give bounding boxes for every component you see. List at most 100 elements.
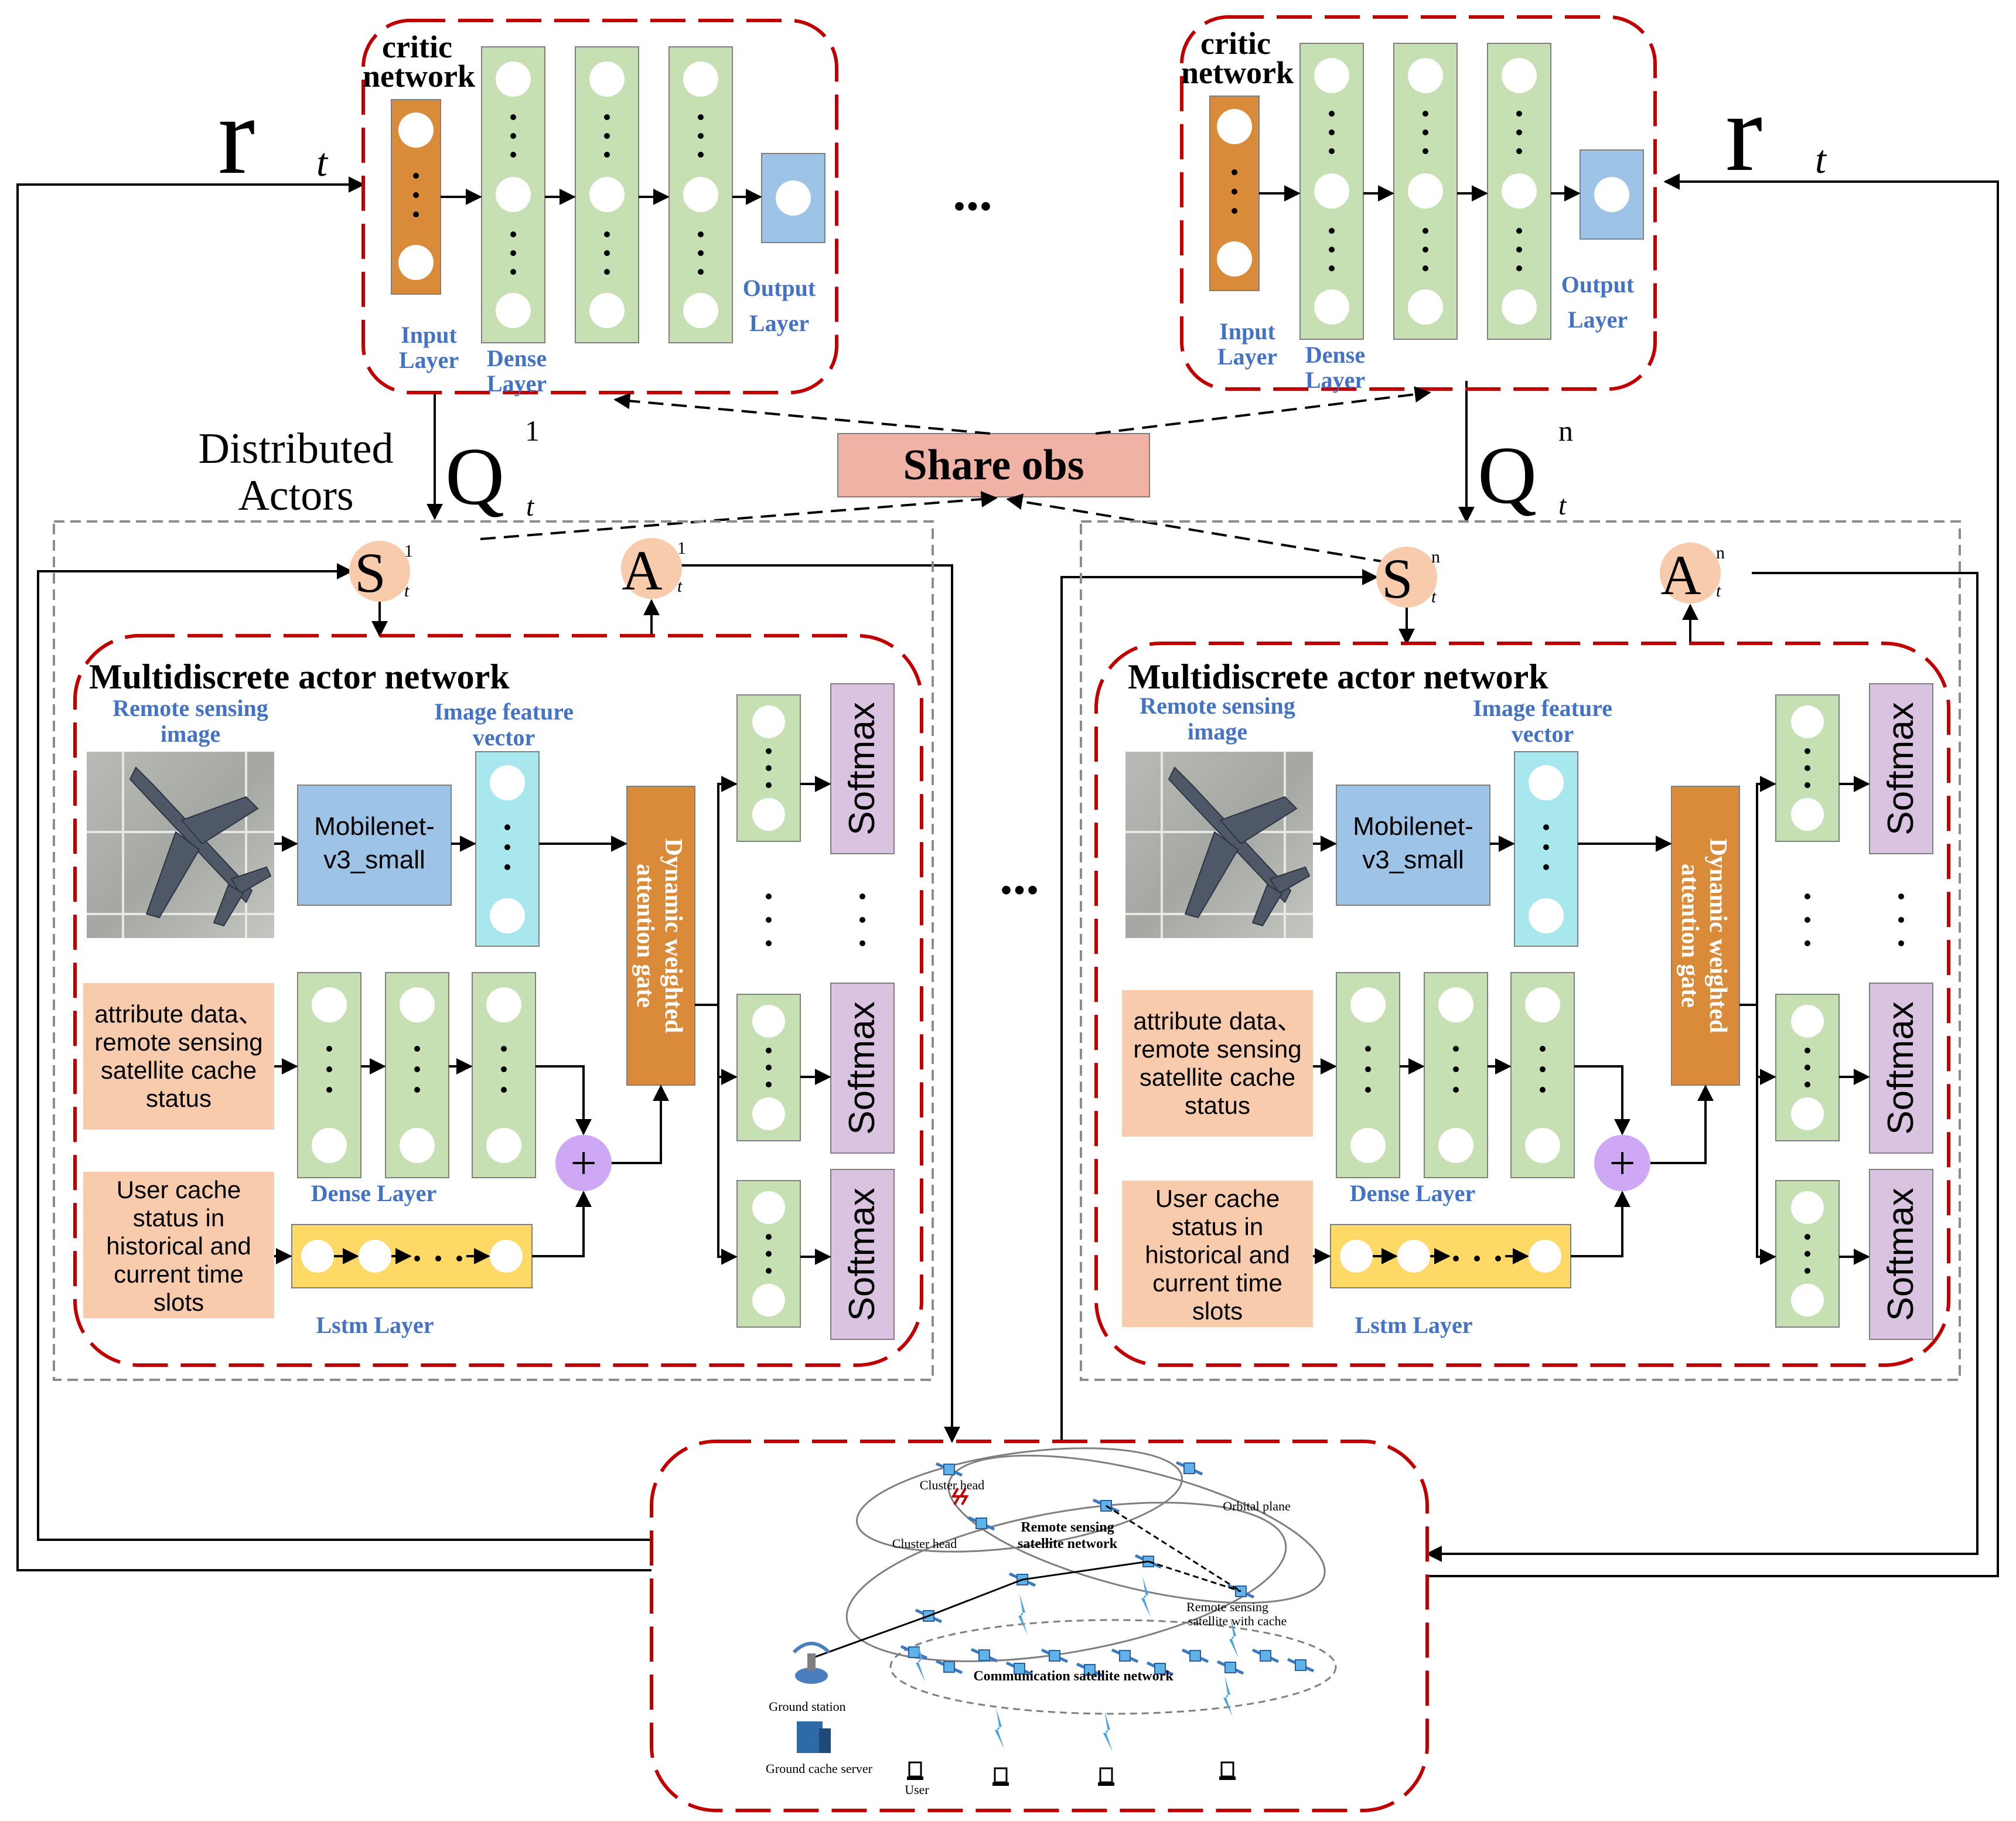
reward-symbol: r [1725,71,1762,195]
ground-station-icon [792,1642,831,1684]
critic-input-label-1: Input [401,322,457,348]
q-value-right: Q n t [1478,414,1573,521]
action-symbol: A [622,539,662,602]
attribute-line-2: remote sensing [94,1028,262,1056]
actor-title: Multidiscrete actor network [89,657,510,696]
attribute-line-4: status [146,1085,212,1112]
softmax-label-2: Softmax [1881,1001,1921,1134]
user-cache-line-2: status in [133,1204,224,1232]
rs-image-label-2: image [161,721,220,747]
reward-right: r t [1725,71,1827,195]
critic-output-label-2: Layer [1568,306,1628,333]
reward-left: r t [218,74,329,197]
attention-label-2: attention gate [632,864,659,1008]
rs-image-label-1: Remote sensing [1140,693,1295,719]
attribute-data-box [83,983,274,1130]
middle-ellipsis: ... [1000,847,1039,905]
action-superscript: n [1716,543,1725,562]
lstm-label: Lstm Layer [1355,1312,1472,1338]
rs-network-label-2: satellite network [1018,1536,1118,1551]
share-obs: Share obs [480,386,1431,564]
actor-dense-label: Dense Layer [311,1180,436,1206]
softmax-label-3: Softmax [842,1188,882,1321]
user-cache-line-2: status in [1172,1213,1263,1240]
remote-sensing-image [1125,752,1313,938]
action-superscript: 1 [677,538,686,558]
critic-dense-label-2: Layer [487,370,547,397]
q-subscript: t [526,491,535,522]
reward-subscript: t [316,140,329,185]
feature-label-1: Image feature [434,698,574,725]
rs-cache-label-1: Remote sensing [1186,1600,1268,1614]
q-subscript: t [1558,490,1567,521]
q-superscript: n [1558,414,1573,447]
ground-station-label: Ground station [769,1699,845,1714]
plus-symbol: + [570,1138,596,1189]
user-cache-box [1122,1181,1313,1327]
share-obs-label: Share obs [903,441,1084,489]
actor-dense-label: Dense Layer [1350,1180,1475,1206]
user-cache-line-4: current time [1152,1269,1282,1297]
plus-node [1594,1135,1650,1191]
user-cache-box [83,1172,274,1318]
critic-title-line1: critic [1200,26,1271,61]
satellite-environment: Cluster head Cluster head Orbital plane … [650,1440,1429,1812]
user-cache-line-3: historical and [1145,1241,1290,1268]
softmax-box-3 [830,1169,895,1340]
mobilenet-label-2: v3_small [323,845,425,874]
comm-network-label: Communication satellite network [973,1669,1174,1684]
softmax-box-3 [1869,1169,1933,1340]
action-node [1660,543,1721,603]
user-cache-line-4: current time [114,1260,244,1288]
user-cache-line-3: historical and [106,1232,251,1260]
state-subscript: t [404,581,410,601]
feedback-lines [16,173,1999,1577]
critic-network-left: critic network Input L [361,19,838,397]
rs-image-label-1: Remote sensing [112,695,268,721]
q-symbol: Q [1478,430,1537,521]
critic-dense-label-2: Layer [1305,367,1365,393]
ground-cache-server-icon [797,1721,831,1753]
attribute-line-3: satellite cache [101,1056,257,1084]
user-cache-line-1: User cache [1155,1185,1280,1212]
user-cache-line-5: slots [153,1288,204,1316]
critic-dense-label-1: Dense [487,345,547,371]
attribute-data-box [1122,990,1313,1137]
mobilenet-label-1: Mobilenet- [1353,812,1473,841]
remote-sensing-image [87,752,274,938]
dynamic-attention-gate [626,786,695,1086]
reward-symbol: r [218,74,255,197]
plus-node [555,1135,612,1191]
share-obs-box [837,433,1150,497]
mobilenet-box [297,785,452,906]
q-value-left: Q 1 t [445,414,540,522]
softmax-label-1: Softmax [1881,702,1921,835]
plus-symbol: + [1609,1138,1635,1189]
rs-image-label-2: image [1188,718,1247,745]
distributed-actors-line2: Actors [238,472,353,520]
actor-title: Multidiscrete actor network [1128,657,1548,696]
critic-output-label-1: Output [1561,271,1635,298]
critic-output-label-1: Output [743,275,816,301]
top-ellipsis: ... [953,163,992,221]
state-superscript: 1 [404,541,413,561]
rs-network-label-1: Remote sensing [1021,1520,1114,1535]
cluster-head-label-top: Cluster head [920,1478,985,1492]
orbital-plane-label: Orbital plane [1223,1499,1290,1513]
critic-network-right: critic network Input L [1180,15,1657,393]
state-node [1376,547,1437,608]
distributed-actors-line1: Distributed [199,425,394,473]
attribute-line-2: remote sensing [1133,1035,1301,1063]
user-icons [906,1761,1237,1787]
actor-group-right: S n t A n t Multidiscrete actor network … [1080,520,1961,1381]
critic-title-line1: critic [382,29,452,64]
critic-input-label-2: Layer [399,347,459,373]
state-superscript: n [1431,547,1440,567]
user-cache-line-5: slots [1192,1297,1243,1325]
mobilenet-label-1: Mobilenet- [314,812,434,841]
action-symbol: A [1660,544,1701,606]
critic-output-label-2: Layer [749,310,809,336]
feature-label-2: vector [1512,721,1574,747]
attribute-line-1: attribute data、 [1133,1007,1301,1035]
action-subscript: t [677,577,683,596]
